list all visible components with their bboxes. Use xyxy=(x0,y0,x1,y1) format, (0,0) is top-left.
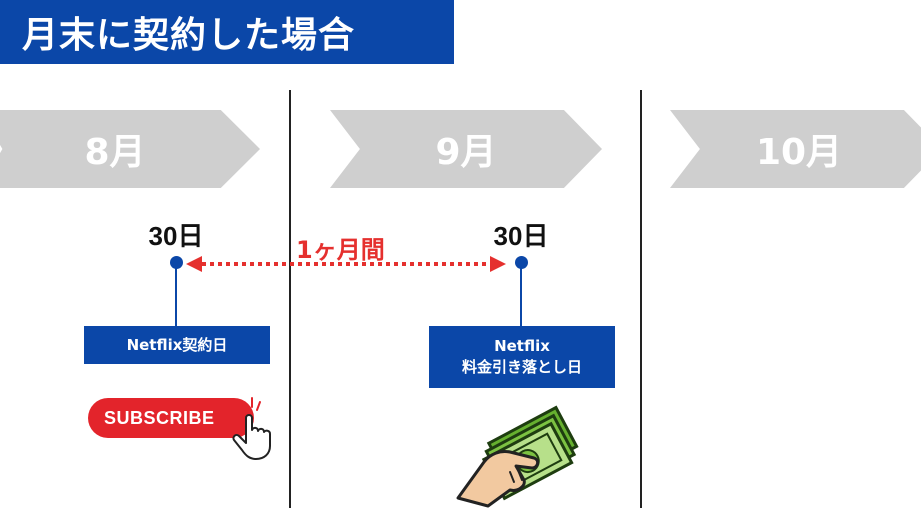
payment-date-label-line2: 料金引き落とし日 xyxy=(461,358,582,376)
month-label: 8月 xyxy=(84,132,146,173)
month-label: 9月 xyxy=(435,132,497,173)
column-divider-1 xyxy=(289,90,291,508)
event-stem-line xyxy=(520,264,522,326)
subscribe-button: SUBSCRIBE xyxy=(88,398,254,438)
subscribe-button-label: SUBSCRIBE xyxy=(104,407,215,428)
month-arrow-september: 9月 xyxy=(330,110,602,188)
month-arrow-august: 8月 xyxy=(0,110,260,188)
event-stem-line xyxy=(175,264,177,326)
event-day-label: 30日 xyxy=(493,221,549,251)
month-label: 10月 xyxy=(755,132,843,173)
event-day-label: 30日 xyxy=(148,221,204,251)
contract-date-label: Netflix契約日 xyxy=(126,335,228,354)
hand-with-cash-icon: $ xyxy=(456,405,579,508)
period-label: 1ヶ月間 xyxy=(296,236,385,264)
event-marker-dot xyxy=(515,256,528,269)
period-double-arrow xyxy=(186,256,506,272)
column-divider-2 xyxy=(640,90,642,508)
contract-date-box: Netflix契約日 xyxy=(84,326,270,364)
hand-cursor-icon xyxy=(232,397,271,460)
event-marker-dot xyxy=(170,256,183,269)
page-title: 月末に契約した場合 xyxy=(0,0,454,64)
payment-date-box: Netflix 料金引き落とし日 xyxy=(429,326,615,388)
month-arrow-october: 10月 xyxy=(670,110,921,188)
page-title-text: 月末に契約した場合 xyxy=(22,15,356,56)
payment-date-label-line1: Netflix xyxy=(494,337,550,355)
